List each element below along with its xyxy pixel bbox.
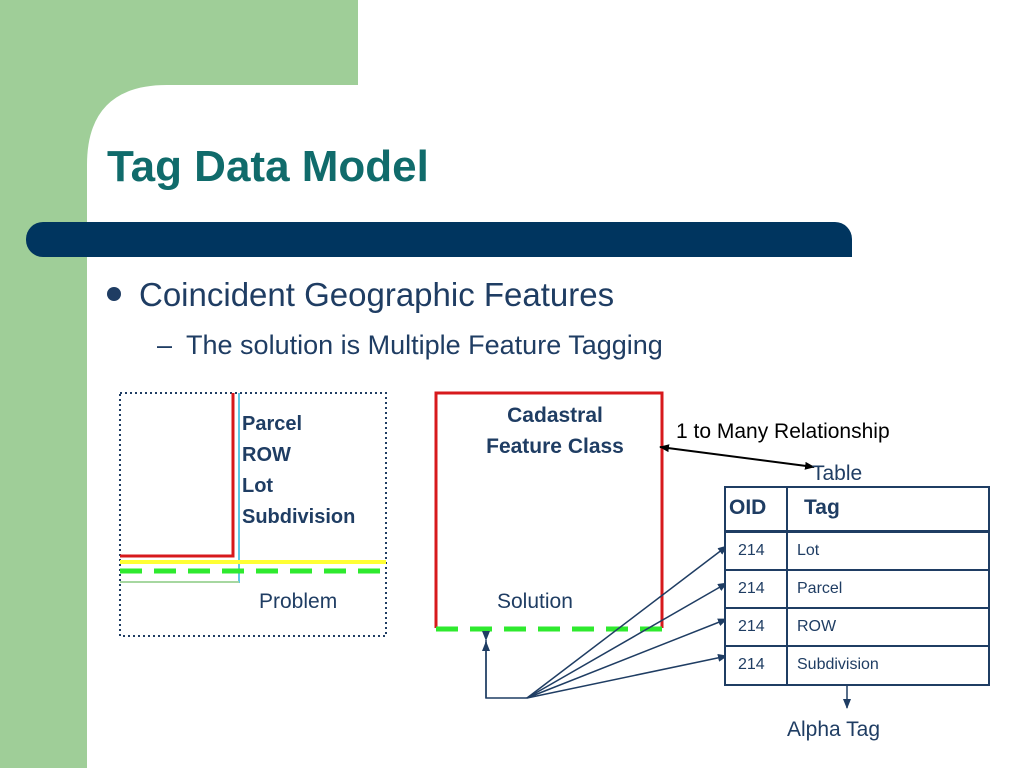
- cell-oid: 214: [738, 618, 765, 635]
- label-parcel: Parcel: [242, 413, 303, 435]
- cadastral-feature-class-label: Cadastral Feature Class: [440, 400, 670, 462]
- label-row: ROW: [242, 444, 291, 466]
- cell-tag: Parcel: [797, 580, 843, 597]
- header-oid: OID: [729, 496, 767, 519]
- header-tag: Tag: [804, 496, 840, 519]
- parcel-line: [120, 393, 235, 558]
- solution-feature-frame: [434, 391, 664, 628]
- label-subdivision: Subdivision: [242, 506, 356, 528]
- sub-bullet-item: –The solution is Multiple Feature Taggin…: [157, 330, 663, 361]
- problem-frame: [119, 392, 387, 637]
- cell-tag: Lot: [797, 542, 820, 559]
- arrow-to-parcel: [526, 582, 728, 699]
- label-lot: Lot: [242, 475, 274, 497]
- cell-oid: 214: [738, 542, 765, 559]
- table-row: 214 Subdivision: [726, 647, 988, 683]
- arrow-to-lot: [526, 545, 728, 699]
- tag-table: OID Tag 214 Lot 214 Parcel 214 ROW 214 S…: [724, 486, 990, 686]
- cell-tag: ROW: [797, 618, 837, 635]
- alpha-tag-label: Alpha Tag: [787, 718, 881, 741]
- relationship-label: 1 to Many Relationship: [676, 420, 890, 443]
- table-header-row: OID Tag: [726, 488, 988, 533]
- problem-feature-labels: Parcel ROW Lot Subdivision: [242, 409, 355, 533]
- table-row: 214 Parcel: [726, 571, 988, 609]
- cadastral-line-2: Feature Class: [486, 435, 624, 458]
- relationship-arrow: [659, 444, 815, 470]
- problem-caption: Problem: [259, 590, 338, 613]
- table-label: Table: [812, 462, 863, 485]
- cell-tag: Subdivision: [797, 656, 879, 673]
- cell-oid: 214: [738, 580, 765, 597]
- sub-bullet-text: The solution is Multiple Feature Tagging: [186, 330, 663, 360]
- arrow-to-row: [526, 618, 728, 699]
- bracket-connector: [482, 631, 527, 699]
- table-row: 214 ROW: [726, 609, 988, 647]
- dash-icon: –: [157, 330, 173, 360]
- slide-title: Tag Data Model: [107, 142, 429, 191]
- table-row: 214 Lot: [726, 533, 988, 571]
- bullet-item: Coincident Geographic Features: [107, 276, 614, 314]
- cadastral-line-1: Cadastral: [507, 404, 603, 427]
- solution-caption: Solution: [497, 590, 573, 613]
- bullet-text: Coincident Geographic Features: [139, 276, 615, 313]
- column-separator: [786, 488, 788, 684]
- bullet-dot-icon: [107, 287, 121, 302]
- arrow-to-subdivision: [526, 653, 728, 699]
- cell-oid: 214: [738, 656, 765, 673]
